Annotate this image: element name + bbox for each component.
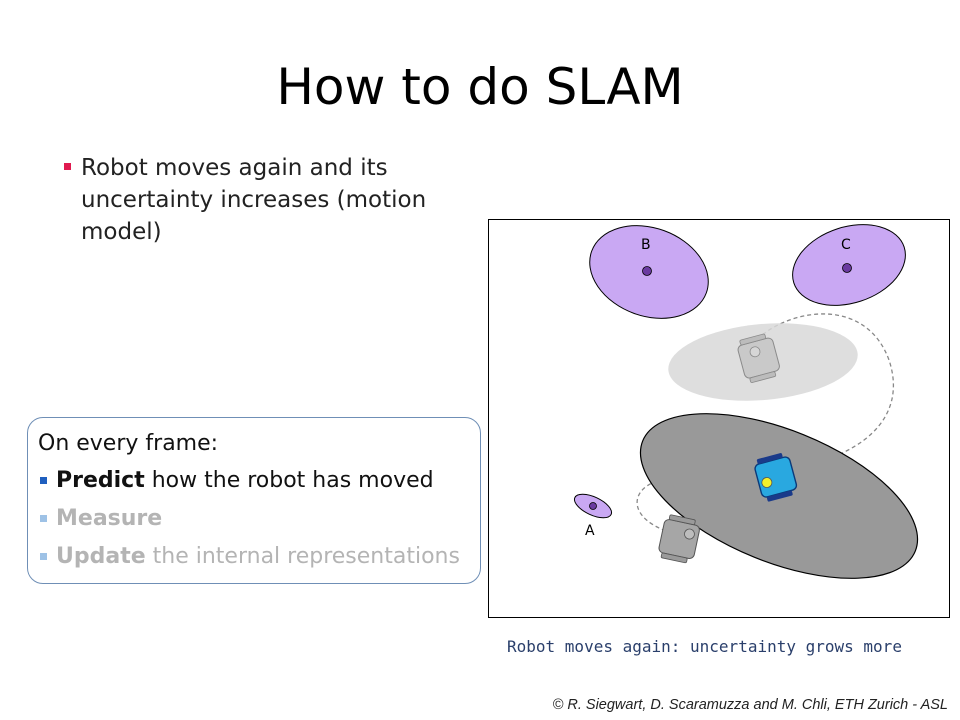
landmark-b-label: B [641, 237, 651, 253]
step-update-keyword: Update [56, 544, 146, 569]
bullet-text: Robot moves again and its uncertainty in… [81, 155, 427, 245]
landmark-b-point [642, 266, 652, 276]
step-update-text: the internal representations [145, 544, 460, 569]
step-measure: Measure [38, 500, 472, 538]
bullet-square-icon [40, 515, 47, 522]
step-predict: Predict how the robot has moved [38, 462, 472, 500]
landmark-c-label: C [841, 237, 851, 253]
robot-current-pose-icon [754, 453, 798, 502]
copyright-credit: © R. Siegwart, D. Scaramuzza and M. Chli… [552, 697, 948, 713]
landmark-a-point [589, 502, 597, 510]
frame-heading: On every frame: [38, 431, 219, 456]
step-measure-keyword: Measure [56, 506, 163, 531]
figure-caption: Robot moves again: uncertainty grows mor… [507, 637, 902, 656]
slam-diagram: B C A [573, 224, 919, 579]
step-predict-keyword: Predict [56, 468, 145, 493]
robot-initial-pose-icon [658, 514, 700, 564]
step-predict-text: how the robot has moved [144, 468, 434, 493]
bullet-square-icon [64, 163, 71, 170]
step-update: Update the internal representations [38, 538, 472, 576]
bullet-square-icon [40, 477, 47, 484]
frame-steps-box: On every frame: Predict how the robot ha… [27, 417, 481, 584]
robot-previous-pose-icon [737, 333, 780, 383]
slide-title: How to do SLAM [276, 58, 684, 116]
landmark-c-point [842, 263, 852, 273]
motion-model-bullet: Robot moves again and its uncertainty in… [64, 152, 444, 248]
bullet-square-icon [40, 553, 47, 560]
landmark-a-label: A [585, 523, 595, 539]
slam-figure: B C A [488, 219, 950, 618]
